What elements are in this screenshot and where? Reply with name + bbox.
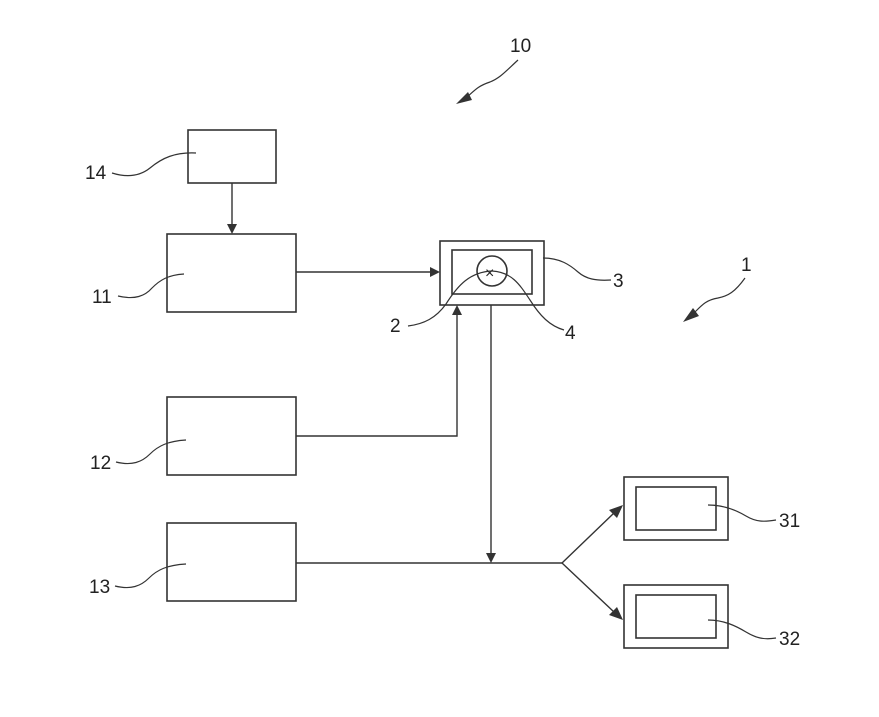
unit-3: × [440,241,544,305]
label-4: 4 [565,323,576,344]
leader-10 [466,60,518,98]
center-mark: × [485,265,494,282]
branch-to-31 [562,513,614,563]
system-10-indicator: 10 [456,36,531,104]
label-3: 3 [613,271,624,292]
arrowhead-11-3 [430,267,440,277]
branch-to-32 [562,563,614,612]
arrowhead-14-11 [227,224,237,234]
label-12: 12 [90,453,111,474]
display-31 [624,477,728,540]
display-31-inner-frame [636,487,716,530]
leader-3 [543,258,611,280]
arrowhead-10 [456,92,472,104]
label-13: 13 [89,577,110,598]
label-32: 32 [779,629,800,650]
display-32-inner-frame [636,595,716,638]
label-10: 10 [510,36,531,57]
label-2: 2 [390,316,401,337]
leader-1 [694,278,745,313]
box-14 [188,130,276,183]
box-11 [167,234,296,312]
label-31: 31 [779,511,800,532]
connector-12-3 [296,315,457,436]
label-14: 14 [85,163,107,184]
display-32 [624,585,728,648]
arrowhead-12-3 [452,305,462,315]
label-11: 11 [92,287,112,308]
box-13 [167,523,296,601]
system-1-indicator: 1 [683,255,752,322]
label-1: 1 [741,255,752,276]
arrowhead-3-bus [486,553,496,563]
box-12 [167,397,296,475]
leader-14 [112,153,196,176]
